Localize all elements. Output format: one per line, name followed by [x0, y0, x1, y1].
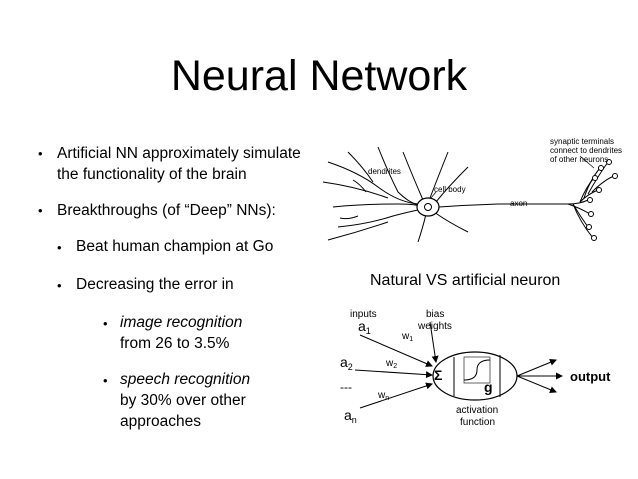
activation-symbol: g: [484, 379, 493, 395]
activation-label: activation: [456, 405, 498, 416]
terminals-label: synaptic terminals: [550, 137, 614, 146]
bullet-line: Breakthroughs (of “Deep” NNs):: [57, 202, 276, 219]
input-a2: a2: [340, 354, 353, 372]
dendrites-label: dendrites: [368, 167, 401, 176]
slide-title: Neural Network: [170, 52, 468, 100]
bullet-dot: •: [57, 240, 62, 255]
bullet-breakthroughs: Breakthroughs (of “Deep” NNs):: [57, 200, 276, 221]
input-an: an: [344, 407, 357, 425]
neuron-axon: [438, 161, 615, 239]
bullet-line: approaches: [120, 413, 202, 430]
bullet-go: Beat human champion at Go: [76, 236, 273, 257]
bullet-line: image recognition: [120, 314, 243, 331]
bullet-image-recognition: image recognition from 26 to 3.5%: [120, 312, 242, 354]
bullet-line: Decreasing the error in: [76, 276, 234, 293]
sum-symbol: Σ: [434, 367, 442, 383]
weighted-input-arrows: [354, 321, 439, 409]
bullet-line: Beat human champion at Go: [76, 238, 274, 255]
figure-caption: Natural VS artificial neuron: [370, 272, 561, 289]
summation-unit: [432, 351, 518, 401]
output-arrows: [516, 359, 563, 393]
artificial-neuron-diagram: inputs bias weights a1 a2 --- an w1 w2 w…: [340, 309, 611, 428]
bullet-dot: •: [57, 278, 62, 293]
cell-body: [416, 197, 440, 217]
cell-body-label: cell body: [434, 185, 466, 194]
neuron-dendrites: [322, 146, 469, 243]
weight-w1: w1: [401, 331, 413, 343]
weights-label: weights: [417, 321, 452, 332]
bullet-speech-recognition: speech recognition by 30% over other app…: [120, 369, 250, 432]
bullet-line: Artificial NN approximately simulate: [57, 145, 301, 162]
bias-label: bias: [426, 309, 444, 320]
output-label: output: [570, 369, 611, 384]
bullet-artificial-nn: Artificial NN approximately simulate the…: [57, 143, 301, 185]
terminals-label: of other neurons: [550, 155, 608, 164]
bullet-dot: •: [38, 203, 43, 218]
bullet-line: the functionality of the brain: [57, 166, 247, 183]
synaptic-terminals: [586, 159, 618, 241]
weight-w2: w2: [385, 358, 397, 370]
bullet-line: speech recognition: [120, 371, 251, 388]
terminals-label: connect to dendrites: [550, 146, 622, 155]
label-leaders: [430, 155, 595, 199]
function-label: function: [460, 417, 495, 428]
bullet-decreasing-error: Decreasing the error in: [76, 274, 234, 295]
sigmoid-icon: [463, 359, 491, 381]
bullet-dot: •: [103, 316, 108, 331]
biological-neuron-diagram: dendrites cell body axon synaptic termin…: [322, 137, 622, 243]
inputs-label: inputs: [350, 309, 377, 320]
input-ellipsis: ---: [340, 380, 352, 394]
bullet-dot: •: [38, 146, 43, 161]
bullet-line: from 26 to 3.5%: [120, 335, 230, 352]
bullet-dot: •: [103, 373, 108, 388]
weight-wn: wn: [377, 390, 389, 402]
bullet-line: by 30% over other: [120, 392, 246, 409]
axon-label: axon: [510, 199, 527, 208]
input-a1: a1: [358, 318, 371, 336]
